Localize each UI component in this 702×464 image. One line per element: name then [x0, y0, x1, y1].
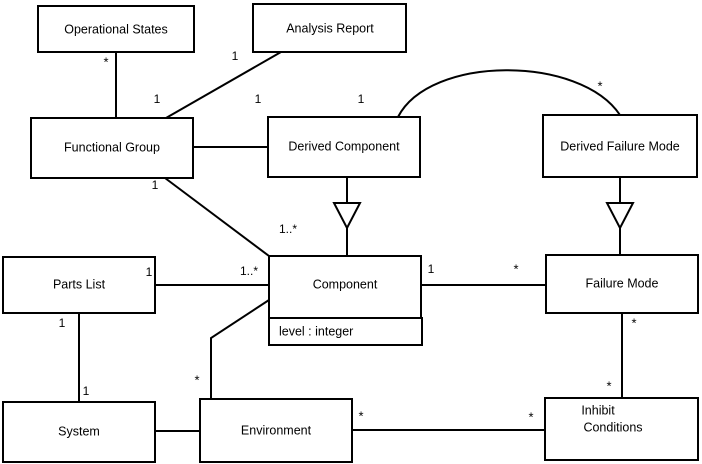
multiplicity-derived-component-arc: 1 [358, 92, 365, 106]
class-box-functional-group[interactable] [30, 117, 194, 179]
class-box-component[interactable] [268, 255, 422, 319]
class-label-system: System [58, 424, 100, 438]
class-label-environment: Environment [241, 423, 312, 437]
class-label-inhibit-conditions-line2: Conditions [583, 420, 642, 434]
class-box-parts-list[interactable] [2, 256, 156, 314]
class-box-analysis-report[interactable] [252, 3, 407, 53]
class-label-component: Component [313, 277, 378, 291]
multiplicity-failure-mode-to-component: * [513, 261, 518, 276]
class-box-inhibit-conditions[interactable] [544, 397, 699, 461]
multiplicity-parts-list-to-system: 1 [59, 316, 66, 330]
class-box-derived-failure-mode[interactable] [542, 114, 698, 178]
class-label-parts-list: Parts List [53, 277, 106, 291]
multiplicity-failure-mode-to-inhibit-conditions: * [631, 315, 636, 330]
multiplicity-derived-failure-mode-arc: * [597, 78, 602, 93]
multiplicity-parts-list-to-component: 1 [146, 265, 153, 279]
class-label-functional-group: Functional Group [64, 140, 160, 154]
multiplicity-functional-group-to-operational-states: 1 [154, 92, 161, 106]
class-box-failure-mode[interactable] [545, 254, 699, 314]
class-box-derived-component[interactable] [267, 116, 421, 178]
class-attributes-box-component [268, 317, 423, 346]
multiplicity-component-to-functional-group: 1..* [279, 222, 297, 236]
class-box-operational-states[interactable] [37, 5, 195, 53]
multiplicity-analysis-report-to-functional-group: 1 [232, 49, 239, 63]
class-label-failure-mode: Failure Mode [586, 276, 659, 290]
class-label-operational-states: Operational States [64, 22, 168, 36]
association-functional-group-component [164, 177, 270, 257]
generalization-triangle-derived-failure-mode-failure-mode [605, 202, 635, 231]
multiplicity-environment-to-inhibit-conditions: * [358, 408, 363, 423]
class-label-inhibit-conditions-line1: Inhibit [581, 403, 615, 417]
multiplicity-inhibit-conditions-to-failure-mode: * [606, 378, 611, 393]
multiplicity-component-to-parts-list: 1..* [240, 264, 258, 278]
multiplicity-operational-states-star: * [103, 54, 108, 69]
class-label-derived-failure-mode: Derived Failure Mode [560, 139, 680, 153]
class-box-environment[interactable] [199, 398, 353, 463]
multiplicity-environment-to-component: * [194, 372, 199, 387]
class-label-derived-component: Derived Component [288, 139, 400, 153]
association-derived-component-derived-failure-mode [397, 69, 621, 118]
multiplicity-inhibit-conditions-to-environment: * [528, 409, 533, 424]
multiplicity-system-to-parts-list: 1 [83, 384, 90, 398]
class-box-system[interactable] [2, 401, 156, 463]
multiplicity-functional-group-to-component: 1 [152, 178, 159, 192]
generalization-triangle-derived-component-component [332, 202, 362, 231]
class-attribute-component-level: level : integer [279, 324, 353, 338]
multiplicity-functional-group-to-derived-component: 1 [255, 92, 262, 106]
class-label-analysis-report: Analysis Report [286, 21, 374, 35]
association-analysis-report-functional-group [165, 51, 282, 119]
association-component-environment [210, 299, 270, 399]
multiplicity-component-to-failure-mode: 1 [428, 262, 435, 276]
